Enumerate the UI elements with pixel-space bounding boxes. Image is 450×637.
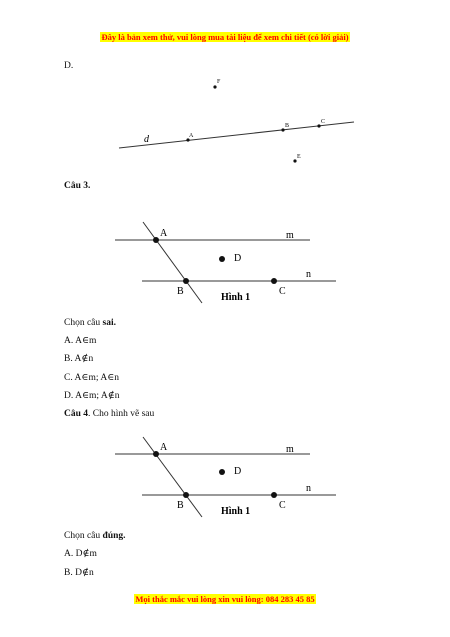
label-point-b: B [177,286,184,297]
label-point-c: C [321,119,325,125]
label-point-a: A [160,228,168,239]
point-d [219,256,225,262]
label-point-f: F [217,79,221,85]
point-b [183,492,189,498]
transversal-line [142,221,203,304]
label-line-n: n [306,269,311,280]
point-a [153,237,159,243]
label-point-e: E [297,154,301,160]
prompt-text: Chọn câu [64,531,103,541]
label-point-a: A [160,442,168,453]
label-point-b: B [285,123,289,129]
figure-caption: Hình 1 [221,506,250,517]
line-d [118,121,355,149]
contact-notice-text: Mọi thắc mắc vui lòng xin vui lòng: 084 … [134,594,316,604]
label-point-c: C [279,500,286,511]
transversal-line [142,436,203,518]
point-a [153,451,159,457]
point-e [293,159,297,163]
label-point-d: D [234,253,241,264]
question-4-title: Câu 4. Cho hình vẽ sau [64,408,154,420]
label-line-m: m [286,444,294,455]
question-3-title: Câu 3. [64,181,91,191]
prompt-emphasis: sai. [102,318,116,328]
point-d [219,469,225,475]
label-line-n: n [306,483,311,494]
figure-caption: Hình 1 [221,292,250,303]
prompt-emphasis: đúng. [102,531,126,541]
label-point-d: D [234,466,241,477]
q3-option-a: A. A∈m [64,336,97,346]
label-line-m: m [286,230,294,241]
question-3-prompt: Chọn câu sai. [64,317,116,329]
question-4-text: . Cho hình vẽ sau [88,409,155,419]
option-d-label: D. [64,61,74,71]
q4-option-a: A. D∉m [64,549,97,559]
point-f [213,85,217,89]
prompt-text: Chọn câu [64,318,103,328]
label-point-c: C [279,286,286,297]
point-c [317,124,321,128]
preview-notice-banner: Đây là bản xem thử, vui lòng mua tài liệ… [0,27,450,45]
question-4-number: Câu 4 [64,409,89,419]
preview-notice-text: Đây là bản xem thử, vui lòng mua tài liệ… [100,32,350,42]
point-b [183,278,189,284]
q3-option-c: C. A∈m; A∈n [64,373,119,383]
contact-notice-banner: Mọi thắc mắc vui lòng xin vui lòng: 084 … [0,589,450,607]
q3-option-b: B. A∉n [64,354,94,364]
q4-option-b: B. D∉n [64,568,94,578]
point-c [271,492,277,498]
point-c [271,278,277,284]
label-line-d: d [144,134,150,145]
question-4-prompt: Chọn câu đúng. [64,530,126,542]
point-b [281,128,285,132]
label-point-b: B [177,500,184,511]
q3-option-d: D. A∈m; A∉n [64,391,120,401]
label-point-a: A [189,133,194,139]
point-a [186,138,190,142]
